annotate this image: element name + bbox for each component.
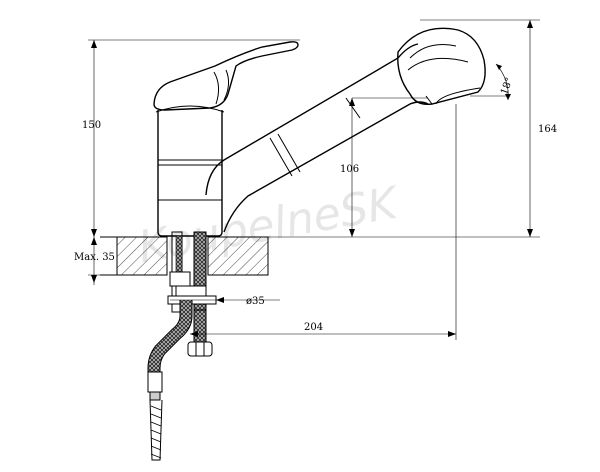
label-hole-diameter: ø35 xyxy=(246,296,265,307)
dimension-hole-diameter: ø35 xyxy=(170,296,280,307)
watermark: KoupelneSK xyxy=(135,177,404,273)
label-height-164: 164 xyxy=(538,124,557,135)
dimension-height-106: 106 xyxy=(340,97,428,237)
dimension-angle: 18° xyxy=(470,63,515,101)
lever-handle xyxy=(153,41,299,111)
label-reach-204: 204 xyxy=(304,322,323,333)
label-height-106: 106 xyxy=(340,164,359,175)
spout xyxy=(205,43,429,233)
dimension-height-164: 164 xyxy=(268,19,557,238)
dimension-max-thickness: Max. 35 xyxy=(74,237,117,285)
supply-hose-left xyxy=(147,300,193,461)
label-angle: 18° xyxy=(499,76,515,96)
dimension-reach-204: 204 xyxy=(190,104,457,340)
label-height-150: 150 xyxy=(82,120,101,131)
countertop xyxy=(100,236,269,276)
label-max-thickness: Max. 35 xyxy=(74,252,115,263)
spray-head xyxy=(397,27,486,105)
dimension-height-150: 150 xyxy=(82,39,300,237)
